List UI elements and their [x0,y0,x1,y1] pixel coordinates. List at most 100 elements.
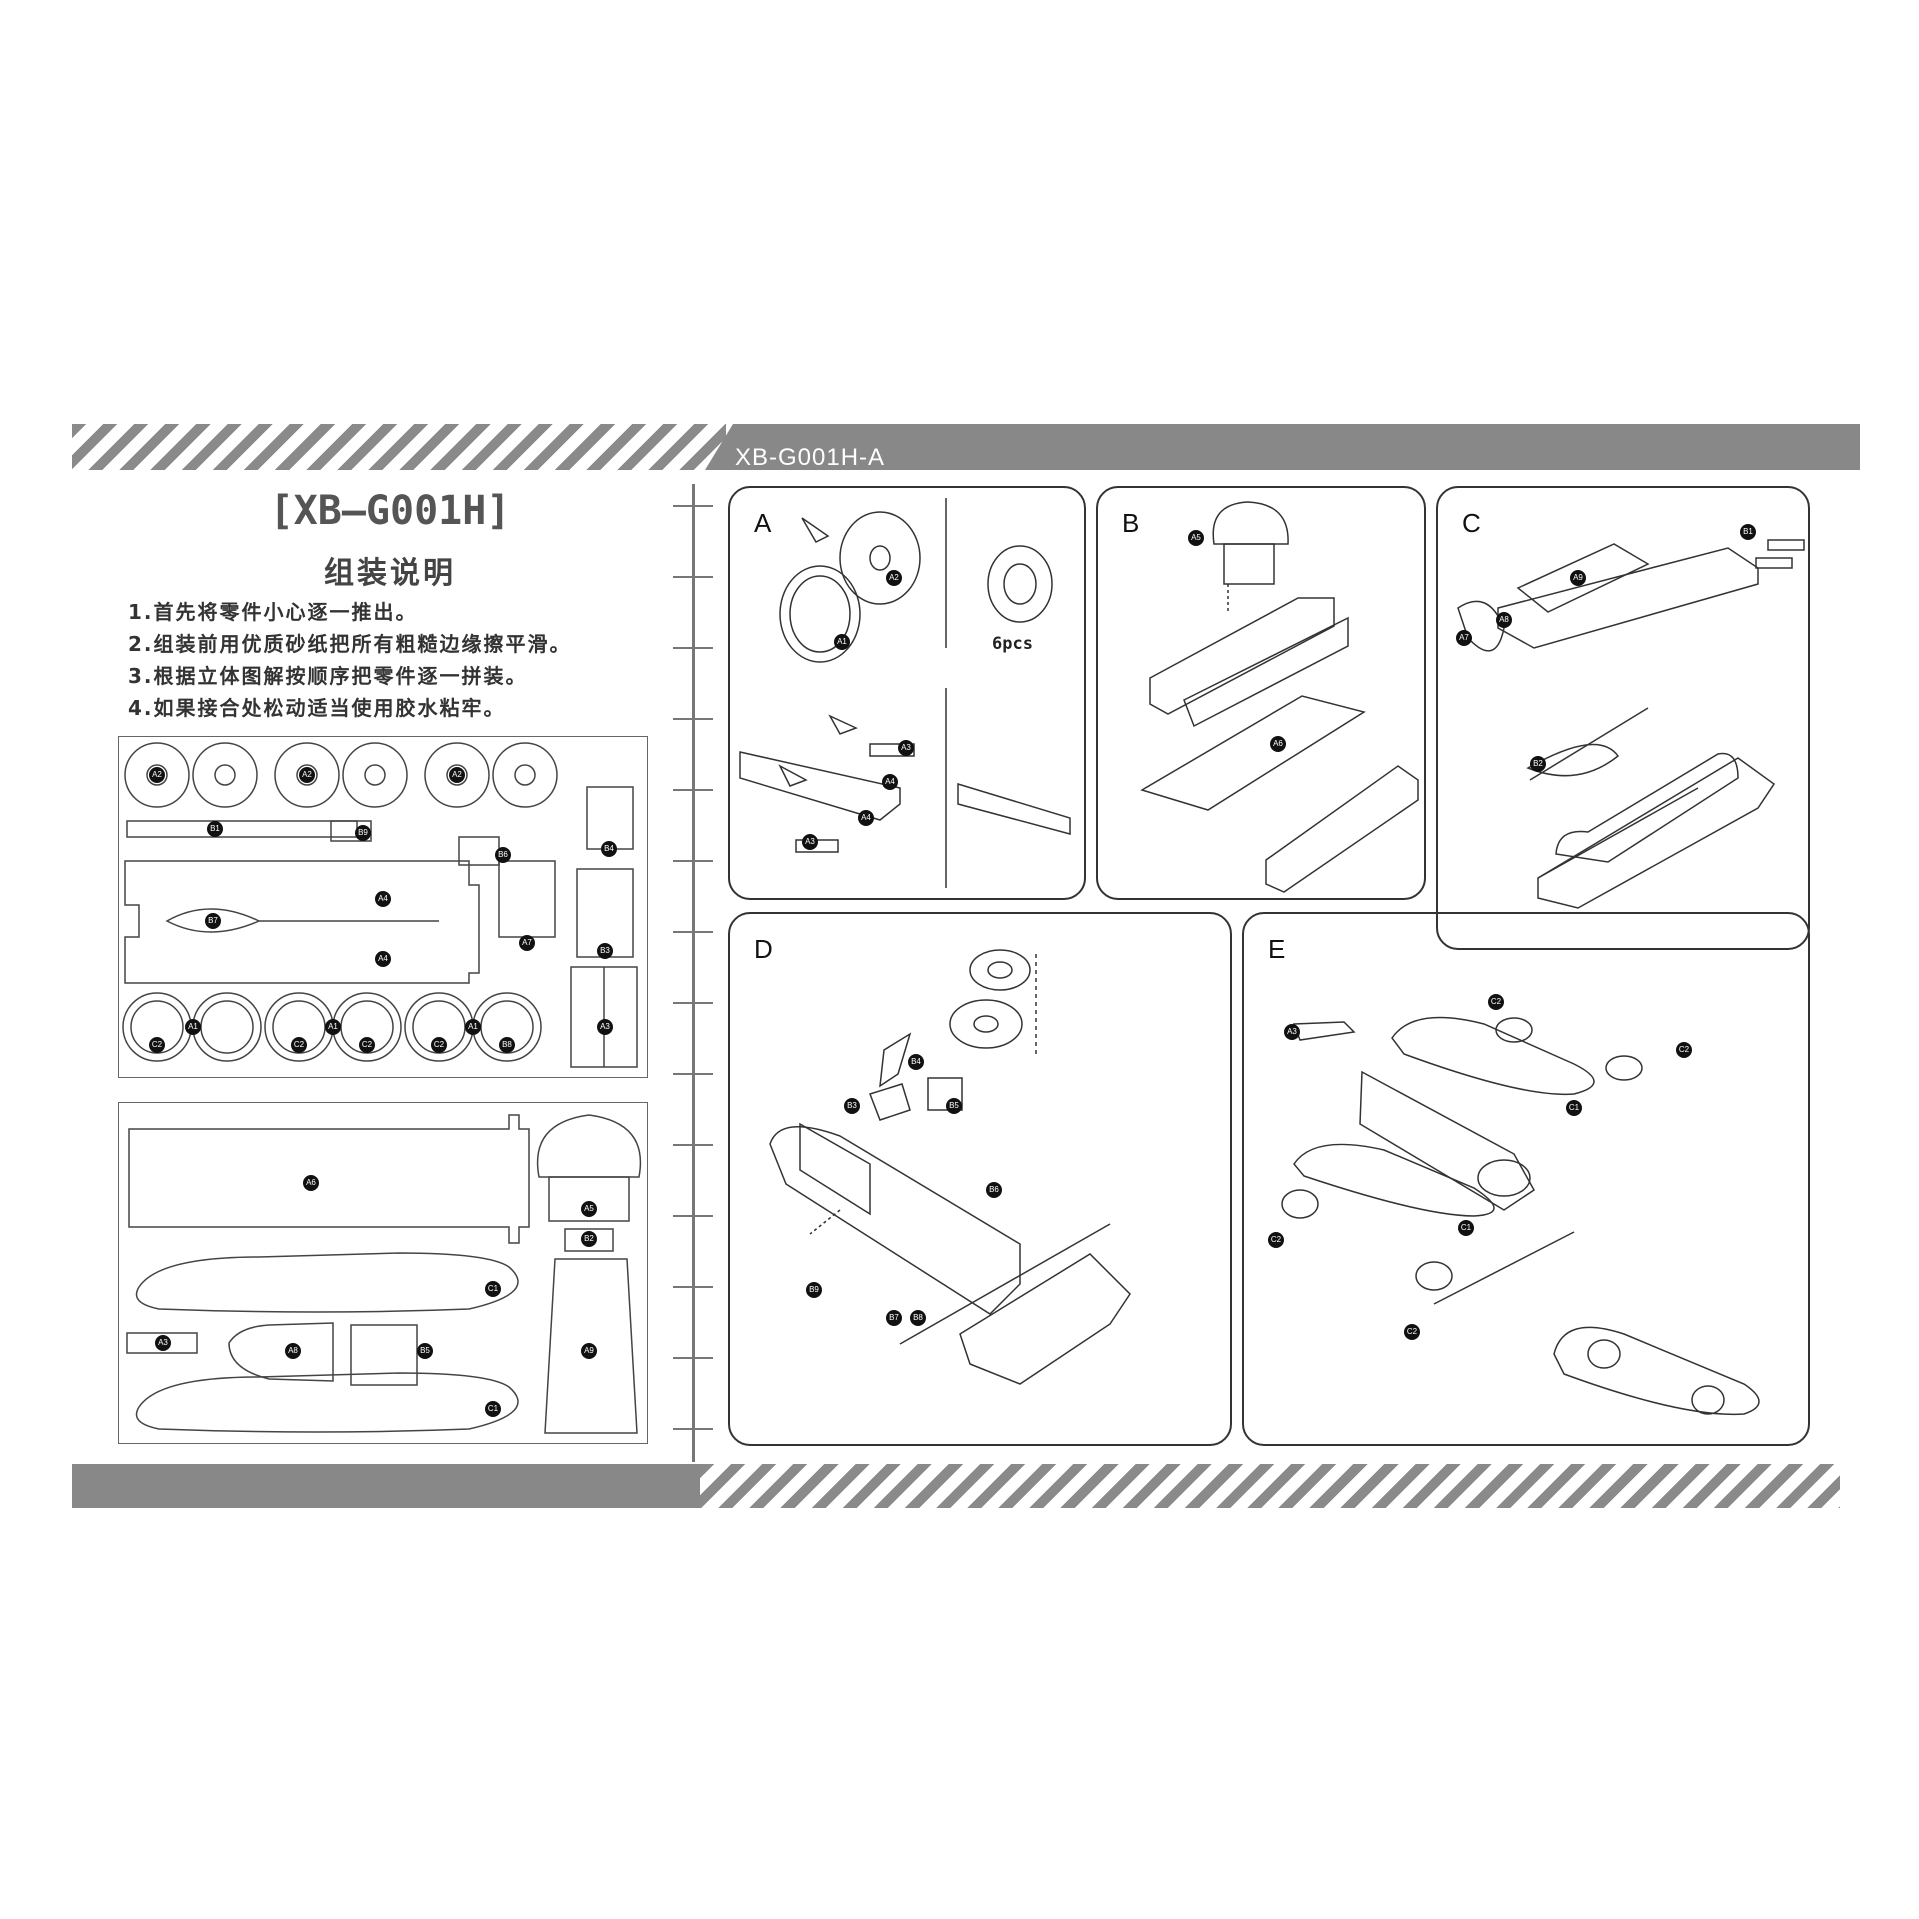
panel-b-drawing [1140,501,1419,893]
divider-tick [673,505,713,507]
quantity-note: 6pcs [992,634,1033,654]
part-tag: A8 [1496,612,1512,628]
part-tag: B4 [908,1054,924,1070]
part-tag: C2 [431,1037,447,1053]
part-tag: B4 [601,841,617,857]
part-tag: B7 [205,913,221,929]
part-tag: B6 [986,1182,1002,1198]
part-tag: A1 [465,1019,481,1035]
step-panel-b: B A5 A6 [1096,486,1426,900]
divider-tick [673,1144,713,1146]
parts-sheet-2: A6 A5 B2 C1 A3 A8 B5 A9 C1 [118,1102,648,1444]
part-tag: A2 [449,767,465,783]
parts-sheet-2-drawing [126,1114,642,1434]
part-tag: C2 [359,1037,375,1053]
part-tag: A5 [1188,530,1204,546]
divider-tick [673,1215,713,1217]
part-tag: B8 [499,1037,515,1053]
part-tag: A6 [1270,736,1286,752]
parts-sheet-1: A2 A2 A2 B1 B9 B6 B4 B7 A4 A4 A7 B3 A1 C… [118,736,648,1078]
divider-tick [673,718,713,720]
page-subtitle: 组装说明 [324,556,456,591]
part-tag: A3 [1284,1024,1300,1040]
part-tag: A9 [581,1343,597,1359]
part-tag: C1 [485,1281,501,1297]
step-panel-e: E C2 A3 C2 C1 C1 C2 C2 [1242,912,1810,1446]
step-panel-c: C B1 A9 A7 A8 B2 [1436,486,1810,950]
divider-tick [673,1286,713,1288]
panel-e-drawing [1281,1016,1760,1416]
panel-a-drawing [739,498,1071,888]
instruction-steps: 1.首先将零件小心逐一推出。 2.组装前用优质砂纸把所有粗糙边缘擦平滑。 3.根… [128,596,572,724]
footer-bar-left [72,1464,742,1508]
panel-d-drawing [769,949,1131,1385]
part-tag: A3 [597,1019,613,1035]
part-tag: A7 [1456,630,1472,646]
panel-label: C [1462,508,1481,538]
step-1: 1.首先将零件小心逐一推出。 [128,600,418,624]
part-tag: C2 [1268,1232,1284,1248]
part-tag: A9 [1570,570,1586,586]
part-tag: A3 [802,834,818,850]
part-tag: C2 [1676,1042,1692,1058]
part-tag: B2 [581,1231,597,1247]
part-tag: A3 [898,740,914,756]
divider-tick [673,1357,713,1359]
step-2: 2.组装前用优质砂纸把所有粗糙边缘擦平滑。 [128,632,572,656]
part-tag: A8 [285,1343,301,1359]
part-tag: A2 [299,767,315,783]
part-tag: C1 [1566,1100,1582,1116]
part-tag: C2 [1404,1324,1420,1340]
part-tag: C1 [1458,1220,1474,1236]
part-tag: A5 [581,1201,597,1217]
panel-label: D [754,934,773,964]
part-tag: A4 [375,951,391,967]
part-tag: A6 [303,1175,319,1191]
part-tag: A1 [185,1019,201,1035]
divider-tick [673,1002,713,1004]
part-tag: A7 [519,935,535,951]
divider-tick [673,1073,713,1075]
header-bar-right [705,424,1860,470]
divider-tick [673,576,713,578]
part-tag: A1 [834,634,850,650]
part-tag: A4 [882,774,898,790]
part-tag: A4 [375,891,391,907]
part-tag: B1 [207,821,223,837]
footer-stripes-right [700,1464,1840,1508]
part-tag: B7 [886,1310,902,1326]
part-tag: B3 [844,1098,860,1114]
header-stripes-left [72,424,726,470]
divider-tick [673,647,713,649]
model-code: XB-G001H-A [735,444,886,471]
part-tag: A4 [858,810,874,826]
step-panel-a: A 6pcs A1 A2 A3 A4 A4 A3 [728,486,1086,900]
page-title: [XB—G001H] [269,488,511,534]
column-divider [692,484,695,1462]
part-tag: A2 [886,570,902,586]
divider-tick [673,789,713,791]
divider-tick [673,931,713,933]
part-tag: B1 [1740,524,1756,540]
step-panel-d: D B4 B5 B3 B6 B9 B7 B8 [728,912,1232,1446]
part-tag: B9 [806,1282,822,1298]
panel-label: B [1122,508,1140,538]
part-tag: B8 [910,1310,926,1326]
divider-tick [673,1428,713,1430]
part-tag: B6 [495,847,511,863]
panel-label: E [1268,934,1286,964]
part-tag: A1 [325,1019,341,1035]
part-tag: C1 [485,1401,501,1417]
part-tag: A2 [149,767,165,783]
part-tag: B5 [417,1343,433,1359]
part-tag: C2 [291,1037,307,1053]
step-3: 3.根据立体图解按顺序把零件逐一拼装。 [128,664,528,688]
panel-c-drawing [1457,539,1805,909]
part-tag: B3 [597,943,613,959]
part-tag: B5 [946,1098,962,1114]
part-tag: A3 [155,1335,171,1351]
part-tag: C2 [1488,994,1504,1010]
part-tag: B9 [355,825,371,841]
part-tag: C2 [149,1037,165,1053]
part-tag: B2 [1530,756,1546,772]
